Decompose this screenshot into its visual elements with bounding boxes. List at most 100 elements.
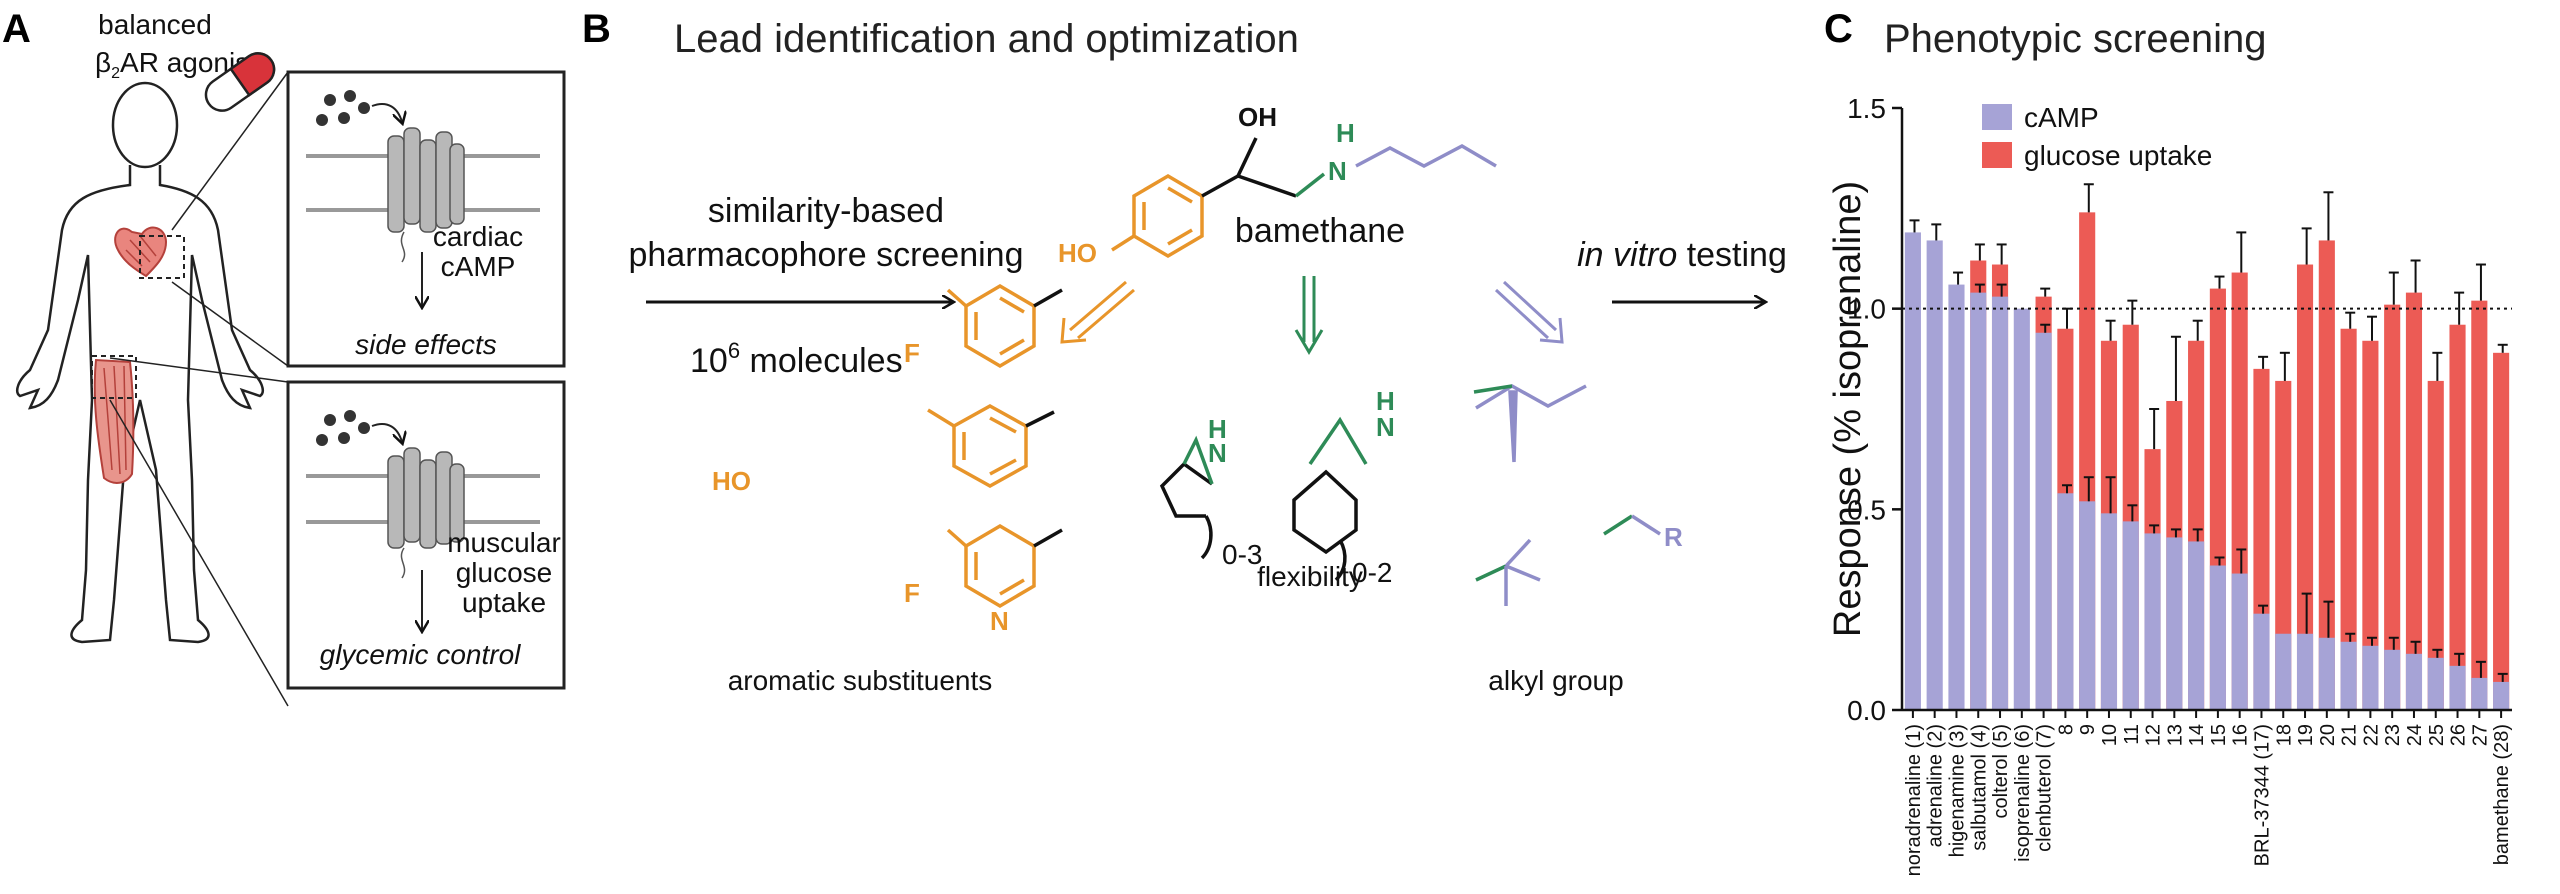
muscle-icon xyxy=(93,358,135,484)
bar-camp xyxy=(1948,284,1965,710)
bar-camp xyxy=(2471,677,2488,710)
muscular-label: muscular xyxy=(447,527,561,558)
x-tick-label: 24 xyxy=(2404,724,2426,746)
panel-c-letter: C xyxy=(1824,7,1853,51)
bamethane-structure: HO OH H N xyxy=(1058,102,1497,268)
x-tick-label: 20 xyxy=(2317,724,2339,746)
bar-camp xyxy=(2188,541,2205,710)
atom-n-flex-2: N xyxy=(1376,412,1395,442)
atom-h-flex-1: H xyxy=(1208,414,1227,444)
caption-aromatic: aromatic substituents xyxy=(728,665,993,696)
x-tick-label: 18 xyxy=(2273,724,2295,746)
screening-label-line1: similarity-based xyxy=(708,192,944,230)
x-tick-label: 27 xyxy=(2469,724,2491,746)
bar-camp xyxy=(2384,649,2401,710)
legend-swatch-glucose-uptake xyxy=(1982,142,2012,168)
x-tick-label: 9 xyxy=(2077,724,2099,735)
bar-glucose-uptake xyxy=(2493,352,2510,710)
x-tick-label: clenbuterol (7) xyxy=(2034,724,2056,852)
x-tick-label: 14 xyxy=(2186,724,2208,746)
panel-c: C Phenotypic screening noradrenaline (1)… xyxy=(1824,7,2513,876)
human-body-icon xyxy=(16,81,264,644)
y-tick-label: 0.5 xyxy=(1847,494,1886,525)
bar-camp xyxy=(2449,665,2466,710)
bar-camp xyxy=(2427,657,2444,710)
bar-camp xyxy=(2144,533,2161,710)
bar-camp xyxy=(2079,501,2096,710)
molecule-count-base: 10 xyxy=(690,342,728,380)
bar-camp xyxy=(2209,565,2226,710)
muscle-zoom-box xyxy=(91,355,137,399)
bar-camp xyxy=(2493,681,2510,710)
bar-glucose-uptake xyxy=(2296,264,2314,710)
cardiac-box: cardiac cAMP side effects xyxy=(286,70,566,368)
bar-glucose-uptake xyxy=(2275,380,2292,710)
x-tick-label: 13 xyxy=(2164,724,2186,746)
pill-icon xyxy=(204,52,276,112)
bar-camp xyxy=(1904,232,1921,710)
camp-label: cAMP xyxy=(441,251,516,282)
x-tick-label: 25 xyxy=(2426,724,2448,746)
screening-label-line2: pharmacophore screening xyxy=(628,236,1023,274)
molecule-count-exponent: 6 xyxy=(728,338,740,363)
atom-h-bamethane: H xyxy=(1336,118,1355,148)
response-bar-chart: noradrenaline (1)adrenaline (2)higenamin… xyxy=(1827,93,2513,876)
x-tick-label: 10 xyxy=(2099,724,2121,746)
bar-glucose-uptake xyxy=(2427,380,2444,710)
zoom-connectors xyxy=(109,71,289,707)
bar-camp xyxy=(2275,633,2292,710)
x-tick-label: colterol (5) xyxy=(1990,724,2012,818)
flex-range-03: 0-3 xyxy=(1222,539,1262,570)
bar-camp xyxy=(2362,645,2379,710)
in-vitro-italic: in vitro xyxy=(1577,236,1677,274)
panel-a-letter: A xyxy=(2,7,31,51)
beta-symbol: β xyxy=(95,47,111,78)
alkyl-structures xyxy=(1473,383,1661,606)
double-arrow-green xyxy=(1294,276,1324,355)
legend-label-camp: cAMP xyxy=(2024,102,2099,133)
bar-camp xyxy=(1970,292,1987,710)
bar-camp xyxy=(2100,513,2118,710)
x-tick-label: isoprenaline (6) xyxy=(2012,724,2034,862)
x-tick-label: higenamine (3) xyxy=(1946,724,1968,857)
x-tick-label: BRL-37344 (17) xyxy=(2251,724,2273,866)
x-tick-label: 23 xyxy=(2382,724,2404,746)
molecule-count-rest: molecules xyxy=(740,342,903,380)
glucose-label: glucose xyxy=(456,557,553,588)
bar-glucose-uptake xyxy=(2318,240,2335,710)
bar-camp xyxy=(2035,332,2052,710)
beta-subscript: 2 xyxy=(111,65,120,82)
lead-name: bamethane xyxy=(1235,212,1405,250)
bar-glucose-uptake xyxy=(2362,340,2379,710)
bar-glucose-uptake xyxy=(2471,300,2488,710)
x-tick-label: 21 xyxy=(2339,724,2361,746)
bar-glucose-uptake xyxy=(2384,304,2401,710)
in-vitro-label: in vitro testing xyxy=(1577,236,1787,274)
atom-r: R xyxy=(1664,522,1683,552)
x-tick-label: 19 xyxy=(2295,724,2317,746)
bar-glucose-uptake xyxy=(2405,292,2423,710)
x-tick-label: 16 xyxy=(2230,724,2252,746)
atom-oh-bamethane: OH xyxy=(1238,102,1277,132)
y-axis-label: Response (% isoprenaline) xyxy=(1827,181,1869,637)
x-tick-label: salbutamol (4) xyxy=(1968,724,1990,851)
cardiac-label: cardiac xyxy=(433,221,523,252)
atom-h-flex-2: H xyxy=(1376,386,1395,416)
bar-glucose-uptake xyxy=(2449,324,2466,710)
glycemic-control-label: glycemic control xyxy=(320,639,522,670)
atom-n-bamethane: N xyxy=(1328,156,1347,186)
panel-b-letter: B xyxy=(582,7,611,51)
bar-camp xyxy=(2340,641,2357,710)
receptor-icon xyxy=(387,127,465,263)
x-tick-label: 15 xyxy=(2208,724,2230,746)
double-arrow-orange xyxy=(1060,280,1135,344)
bar-camp xyxy=(1991,296,2009,710)
x-tick-label: 8 xyxy=(2055,724,2077,735)
atom-n-pyridine: N xyxy=(990,606,1009,636)
x-tick-label: 12 xyxy=(2143,724,2165,746)
caption-alkyl: alkyl group xyxy=(1488,665,1623,696)
bar-camp xyxy=(2057,493,2074,710)
bar-camp xyxy=(2166,537,2183,710)
bar-camp xyxy=(2296,633,2314,710)
bar-camp xyxy=(2122,521,2139,710)
